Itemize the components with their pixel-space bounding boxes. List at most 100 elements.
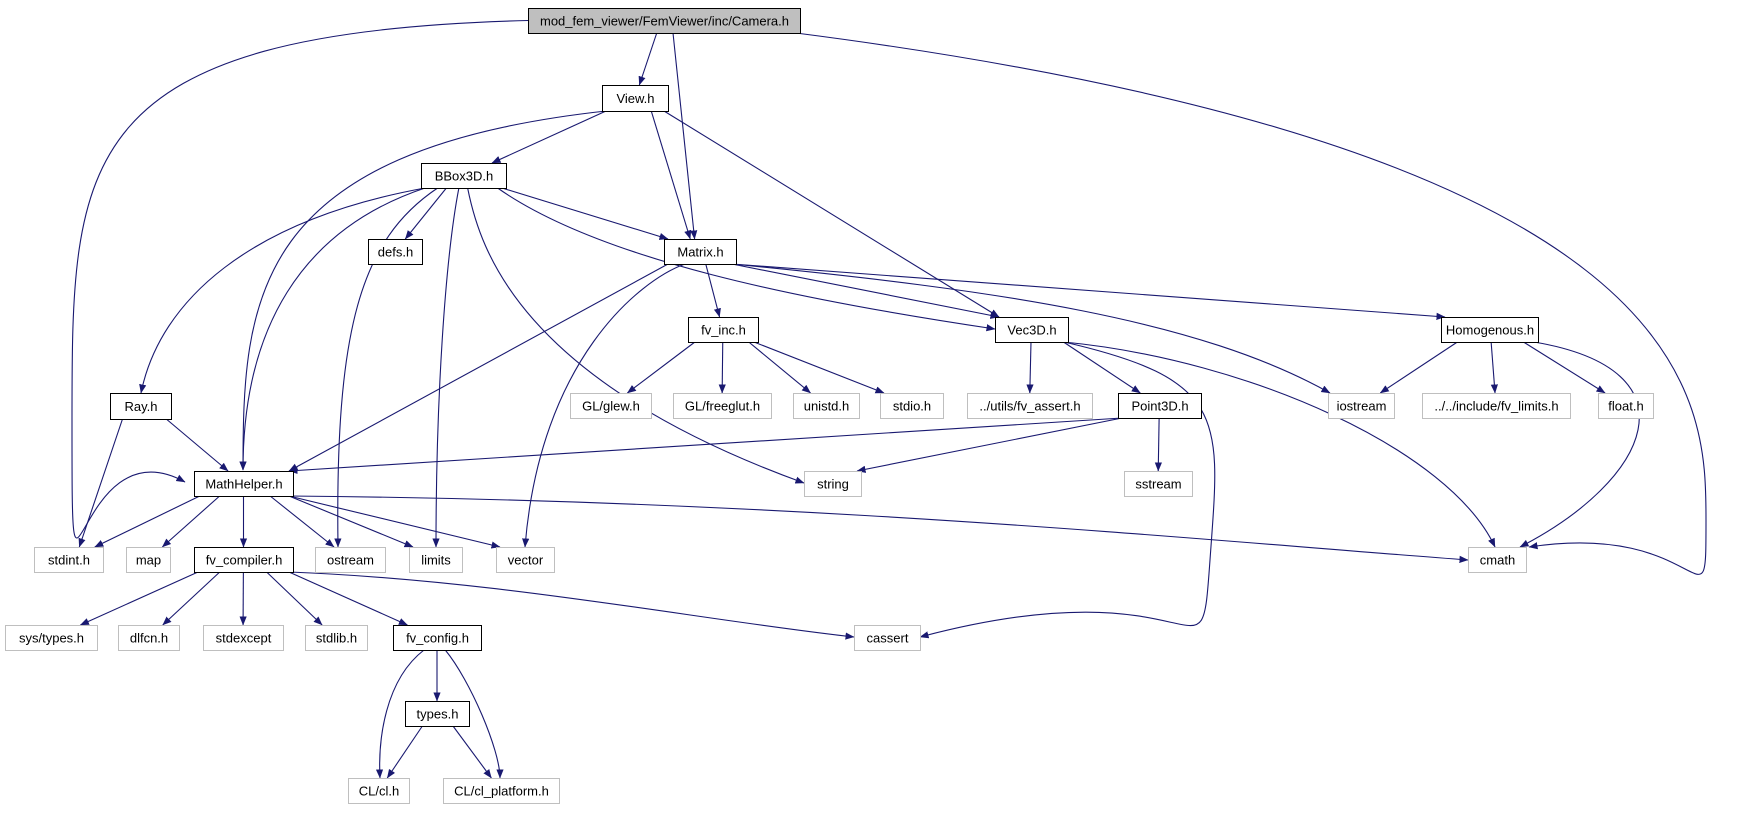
edge-view-to-matrix [650, 110, 692, 240]
node-box [118, 625, 180, 651]
node-label: string [817, 477, 849, 492]
node-box [421, 163, 507, 189]
node-fv_inc[interactable]: fv_inc.h [688, 317, 759, 343]
node-box [804, 471, 862, 497]
node-glew: GL/glew.h [570, 393, 652, 419]
node-stdlib: stdlib.h [305, 625, 368, 651]
node-ostream: ostream [315, 547, 386, 573]
node-label: cassert [867, 631, 909, 646]
edge-fv_inc-to-unistd [748, 341, 811, 394]
node-camera[interactable]: mod_fem_viewer/FemViewer/inc/Camera.h [528, 8, 801, 34]
node-label: stdexcept [216, 631, 272, 646]
node-box [110, 393, 172, 420]
edge-mathhelper-to-limits [288, 495, 414, 548]
node-box [664, 239, 737, 265]
node-label: cmath [1480, 553, 1515, 568]
node-label: Point3D.h [1131, 399, 1188, 414]
edge-ray-to-mathhelper [165, 418, 229, 472]
node-label: unistd.h [804, 399, 850, 414]
node-ray[interactable]: Ray.h [110, 393, 172, 420]
node-fv_config[interactable]: fv_config.h [393, 625, 482, 651]
node-box [496, 547, 555, 573]
node-label: fv_config.h [406, 631, 469, 646]
node-freeglut: GL/freeglut.h [673, 393, 772, 419]
node-label: GL/freeglut.h [685, 399, 760, 414]
edge-homogenous-to-cmath [1519, 341, 1640, 548]
edge-bbox3d-to-mathhelper [239, 187, 426, 471]
node-defs[interactable]: defs.h [368, 239, 423, 265]
node-label: stdlib.h [316, 631, 357, 646]
edge-homogenous-to-float [1523, 341, 1606, 394]
edge-bbox3d-to-defs [404, 187, 447, 240]
edge-bbox3d-to-string [467, 187, 805, 484]
edge-mathhelper-to-map [161, 495, 220, 548]
node-point3d[interactable]: Point3D.h [1118, 393, 1202, 419]
node-box [688, 317, 759, 343]
node-label: CL/cl_platform.h [454, 784, 549, 799]
node-label: Matrix.h [677, 245, 723, 260]
node-string: string [804, 471, 862, 497]
node-label: dlfcn.h [130, 631, 168, 646]
node-label: fv_compiler.h [206, 553, 283, 568]
node-types[interactable]: types.h [405, 701, 470, 727]
edge-camera-to-mathhelper [71, 19, 529, 539]
node-box [528, 8, 801, 34]
edge-fv_inc-to-stdio [753, 341, 885, 394]
edge-fv_inc-to-glew [627, 341, 696, 394]
node-label: iostream [1337, 399, 1387, 414]
edge-fv_config-to-clcl [375, 649, 425, 779]
node-label: sys/types.h [19, 631, 84, 646]
edge-matrix-to-mathhelper [288, 263, 669, 472]
node-label: map [136, 553, 161, 568]
edge-view-to-bbox3d [491, 110, 607, 164]
node-label: defs.h [378, 245, 413, 260]
node-label: CL/cl.h [359, 784, 399, 799]
node-homogenous[interactable]: Homogenous.h [1441, 317, 1539, 343]
node-label: GL/glew.h [582, 399, 640, 414]
node-clcl: CL/cl.h [348, 778, 410, 804]
node-box [126, 547, 171, 573]
edge-homogenous-to-fv_limits [1490, 341, 1498, 394]
node-label: Ray.h [125, 399, 158, 414]
node-label: Vec3D.h [1007, 323, 1056, 338]
edge-matrix-to-vector [522, 263, 686, 548]
node-box [854, 625, 921, 651]
node-label: ../../include/fv_limits.h [1434, 399, 1558, 414]
node-cl_platform: CL/cl_platform.h [443, 778, 560, 804]
node-iostream: iostream [1328, 393, 1395, 419]
node-box [305, 625, 368, 651]
node-bbox3d[interactable]: BBox3D.h [421, 163, 507, 189]
edge-camera-to-cmath [795, 32, 1707, 575]
edge-mathhelper-to-stdint [94, 495, 200, 548]
node-stdint: stdint.h [34, 547, 104, 573]
node-fv_limits: ../../include/fv_limits.h [1422, 393, 1571, 419]
node-box [393, 625, 482, 651]
edge-matrix-to-iostream [731, 263, 1331, 394]
edge-bbox3d-to-ray [139, 187, 426, 394]
node-box [967, 393, 1093, 419]
node-limits: limits [409, 547, 463, 573]
node-box [405, 701, 470, 727]
edge-fv_compiler-to-systypes [79, 571, 199, 626]
node-box [203, 625, 284, 651]
node-label: limits [421, 553, 451, 568]
node-vec3d[interactable]: Vec3D.h [995, 317, 1069, 343]
node-cassert: cassert [854, 625, 921, 651]
node-map: map [126, 547, 171, 573]
edge-fv_inc-to-freeglut [718, 341, 726, 394]
node-box [34, 547, 104, 573]
node-vector: vector [496, 547, 555, 573]
node-label: float.h [1608, 399, 1643, 414]
node-view[interactable]: View.h [602, 85, 669, 112]
node-stdio: stdio.h [880, 393, 944, 419]
node-fv_compiler[interactable]: fv_compiler.h [194, 547, 294, 573]
node-box [1118, 393, 1202, 419]
node-matrix[interactable]: Matrix.h [664, 239, 737, 265]
node-label: MathHelper.h [205, 477, 282, 492]
edge-bbox3d-to-vec3d [497, 187, 996, 332]
node-label: View.h [616, 91, 654, 106]
edge-fv_config-to-cl_platform [444, 649, 504, 779]
node-box [315, 547, 386, 573]
edge-point3d-to-mathhelper [288, 417, 1123, 475]
node-mathhelper[interactable]: MathHelper.h [194, 471, 294, 497]
